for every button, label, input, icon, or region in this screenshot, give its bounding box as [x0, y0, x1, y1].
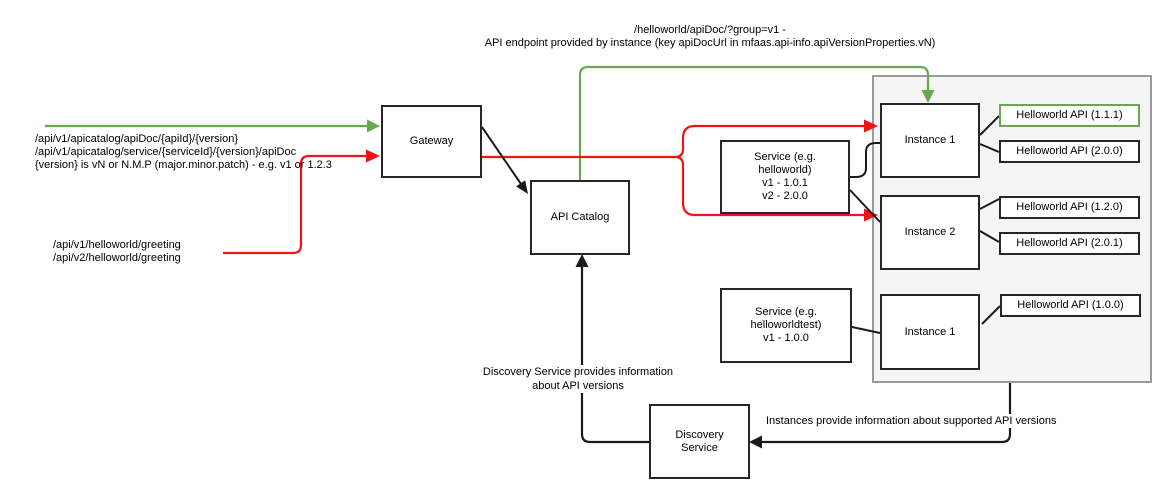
service-helloworld-node: Service (e.g. helloworld) v1 - 1.0.1 v2 …	[720, 140, 850, 214]
black-arrow-instances-to-discovery	[749, 383, 1012, 449]
discovery-service-node: Discovery Service	[649, 404, 750, 479]
black-arrow-discovery-to-apicatalog	[575, 254, 649, 444]
green-arrow-to-gateway	[45, 119, 380, 133]
gateway-endpoints-line3: {version} is vN or N.M.P (major.minor.pa…	[35, 159, 332, 171]
service-helloworld-line1: Service (e.g.	[754, 151, 816, 163]
helloworld-api-200-node: Helloworld API (2.0.0)	[999, 140, 1140, 163]
service-helloworld-line3: v1 - 1.0.1	[762, 177, 808, 189]
service-helloworld-line4: v2 - 2.0.0	[762, 190, 808, 202]
helloworld-api-100-label: Helloworld API (1.0.0)	[1017, 299, 1124, 311]
gateway-endpoints-note: /api/v1/apicatalog/apiDoc/{apiId}/{versi…	[35, 133, 332, 172]
gateway-endpoints-line1: /api/v1/apicatalog/apiDoc/{apiId}/{versi…	[35, 133, 239, 145]
discovery-service-label-line1: Discovery	[675, 428, 724, 441]
service-helloworldtest-line2: helloworldtest)	[750, 319, 822, 331]
gateway-label: Gateway	[409, 135, 454, 147]
instance1-label: Instance 1	[904, 134, 956, 146]
black-link-service-instances	[849, 142, 881, 334]
helloworld-api-100-node: Helloworld API (1.0.0)	[1000, 294, 1141, 317]
api-catalog-node: API Catalog	[530, 180, 630, 255]
greeting-endpoints-line1: /api/v1/helloworld/greeting	[53, 239, 181, 251]
api-catalog-label: API Catalog	[550, 211, 610, 223]
instance2-label: Instance 2	[904, 226, 956, 238]
black-arrow-gateway-to-apicatalog	[481, 126, 528, 194]
helloworld-api-201-node: Helloworld API (2.0.1)	[999, 232, 1140, 255]
helloworld-api-111-node: Helloworld API (1.1.1)	[999, 104, 1140, 127]
greeting-endpoints-line2: /api/v2/helloworld/greeting	[53, 252, 181, 264]
helloworld-api-120-node: Helloworld API (1.2.0)	[999, 196, 1140, 219]
instance2-node: Instance 2	[880, 195, 980, 270]
green-path-apicatalog-to-instance1	[578, 65, 935, 180]
red-path-greeting-to-gateway	[223, 149, 380, 255]
helloworld-api-201-label: Helloworld API (2.0.1)	[1016, 237, 1123, 249]
service-helloworldtest-line1: Service (e.g.	[755, 306, 817, 318]
apidoc-endpoint-note: /helloworld/apiDoc/?group=v1 - API endpo…	[420, 24, 1000, 50]
instance1-node: Instance 1	[880, 103, 980, 178]
discovery-service-label-line2: Service	[681, 441, 718, 454]
instances-provide-note: Instances provide information about supp…	[766, 414, 1057, 428]
instance1-test-node: Instance 1	[880, 294, 980, 370]
discovery-provides-note: Discovery Service provides information a…	[438, 365, 718, 393]
service-helloworld-line2: helloworld)	[758, 164, 812, 176]
black-link-instance-apis	[979, 115, 1001, 325]
gateway-node: Gateway	[381, 105, 482, 178]
instance1-test-label: Instance 1	[904, 325, 956, 338]
helloworld-api-200-label: Helloworld API (2.0.0)	[1016, 145, 1123, 157]
greeting-endpoints-note: /api/v1/helloworld/greeting /api/v2/hell…	[53, 239, 181, 265]
discovery-provides-note-line1: Discovery Service provides information	[482, 366, 674, 378]
red-path-gateway-to-instances	[482, 119, 878, 222]
service-helloworldtest-node: Service (e.g. helloworldtest) v1 - 1.0.0	[720, 288, 852, 363]
helloworld-api-111-label: Helloworld API (1.1.1)	[1016, 109, 1123, 121]
helloworld-api-120-label: Helloworld API (1.2.0)	[1016, 201, 1123, 213]
apidoc-endpoint-note-line2: API endpoint provided by instance (key a…	[484, 37, 936, 49]
discovery-provides-note-line2: about API versions	[532, 380, 624, 392]
service-helloworldtest-line3: v1 - 1.0.0	[763, 332, 809, 344]
apidoc-endpoint-note-line1: /helloworld/apiDoc/?group=v1 -	[634, 24, 786, 36]
gateway-endpoints-line2: /api/v1/apicatalog/service/{serviceId}/{…	[35, 146, 297, 158]
